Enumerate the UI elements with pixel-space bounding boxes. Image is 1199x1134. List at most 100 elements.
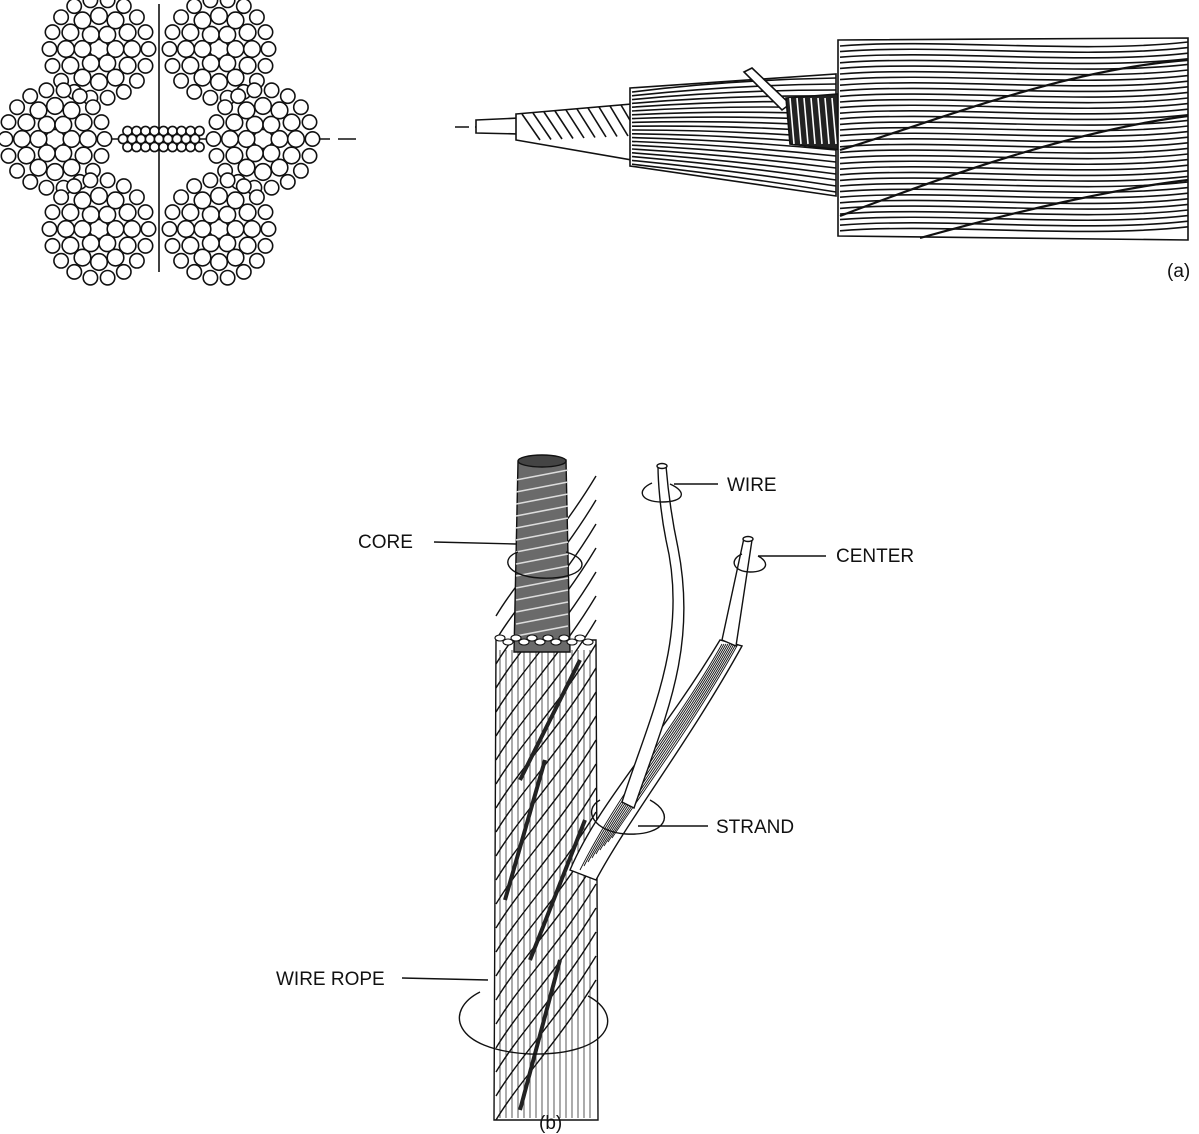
strand-wire (178, 221, 195, 238)
center-wire (476, 118, 520, 134)
strand-wire (18, 147, 35, 164)
strand-wire (39, 83, 53, 97)
strand-wire (174, 190, 188, 204)
strand-wire (91, 254, 108, 271)
strand-wire (42, 222, 56, 236)
strand-wire (255, 164, 272, 181)
strand-wire (30, 102, 47, 119)
strand-wire (56, 83, 70, 97)
strand-wire (45, 25, 59, 39)
strand-wire (239, 204, 256, 221)
strand-wire (261, 42, 275, 56)
strand-wire (211, 188, 228, 205)
strand-wire (187, 265, 201, 279)
core-wire-circles (118, 126, 204, 151)
strand-wire (58, 221, 75, 238)
strand-wire (174, 10, 188, 24)
strand-wire (165, 59, 179, 73)
strand-wire (211, 8, 228, 25)
strand-wire (73, 89, 87, 103)
rope-side-view (455, 38, 1188, 240)
strand-wire (206, 132, 220, 146)
label-strand: STRAND (716, 817, 794, 838)
strand-wire (23, 175, 37, 189)
strand-wire (67, 265, 81, 279)
strand-wire (0, 132, 13, 146)
strand-wire (237, 265, 251, 279)
strand-wire (237, 179, 251, 193)
strand-wire (130, 190, 144, 204)
strand-wire (67, 179, 81, 193)
strand-wire (74, 12, 91, 29)
strand-wire (91, 74, 108, 91)
strand-wire (124, 221, 141, 238)
strand-wire (244, 221, 261, 238)
strand-wire (54, 254, 68, 268)
strand-wire (255, 98, 272, 115)
strand-wire (187, 179, 201, 193)
strand-wire (107, 69, 124, 86)
strand-wire (238, 102, 255, 119)
strand-wire (117, 0, 131, 13)
caption-a: (a) (1167, 261, 1190, 282)
strand-wire (258, 59, 272, 73)
core-strand-b (514, 455, 570, 652)
strand-wire (226, 147, 243, 164)
strand-wire (100, 271, 114, 285)
strand-wire (138, 25, 152, 39)
strand-wire (258, 239, 272, 253)
strand-wire (244, 41, 261, 58)
strand-wire (222, 131, 239, 148)
strand-wire (174, 74, 188, 88)
strand-wire (174, 254, 188, 268)
strand-wire (220, 271, 234, 285)
strand-wire (141, 42, 155, 56)
strand-wire (83, 173, 97, 187)
panel-b: CORE WIRE CENTER STRAND WIRE ROPE (b) (276, 455, 914, 1134)
strand-wire (62, 237, 79, 254)
strand-wire (281, 175, 295, 189)
strand-wire (258, 25, 272, 39)
strand-wire (231, 89, 245, 103)
strand-wire (258, 205, 272, 219)
strand-wire (94, 115, 108, 129)
strand-wire (138, 239, 152, 253)
strand-wire (283, 114, 300, 131)
strand-wire (91, 8, 108, 25)
strand-wire (62, 57, 79, 74)
strand-wire (97, 132, 111, 146)
strand-wire (117, 85, 131, 99)
strand-wire (45, 205, 59, 219)
center-wire-b (722, 538, 752, 646)
strand-wire (47, 164, 64, 181)
strand-wire (165, 25, 179, 39)
strand-wire (138, 205, 152, 219)
strand-wire (294, 100, 308, 114)
strand-wire (124, 41, 141, 58)
strand-wire (83, 271, 97, 285)
strand-wire (100, 173, 114, 187)
rope-cross-section (0, 0, 356, 285)
strand-wire (107, 249, 124, 266)
strand-wire (91, 188, 108, 205)
strand-wire (1, 149, 15, 163)
wire-end (583, 639, 593, 645)
strand-wire (288, 131, 305, 148)
strand-wire (45, 59, 59, 73)
strand-wire (165, 205, 179, 219)
strand-wire (100, 0, 114, 8)
strand-wire (250, 254, 264, 268)
strand-wire (271, 159, 288, 176)
strand-wire (294, 164, 308, 178)
strand-wire (227, 249, 244, 266)
strand-wire (58, 41, 75, 58)
strand-wire (187, 0, 201, 13)
strand-wire (178, 41, 195, 58)
strand-wire (47, 98, 64, 115)
strand-wire (162, 42, 176, 56)
strand-wire (264, 181, 278, 195)
strand-wire (1, 115, 15, 129)
label-core: CORE (358, 532, 413, 553)
strand-wire (75, 114, 92, 131)
